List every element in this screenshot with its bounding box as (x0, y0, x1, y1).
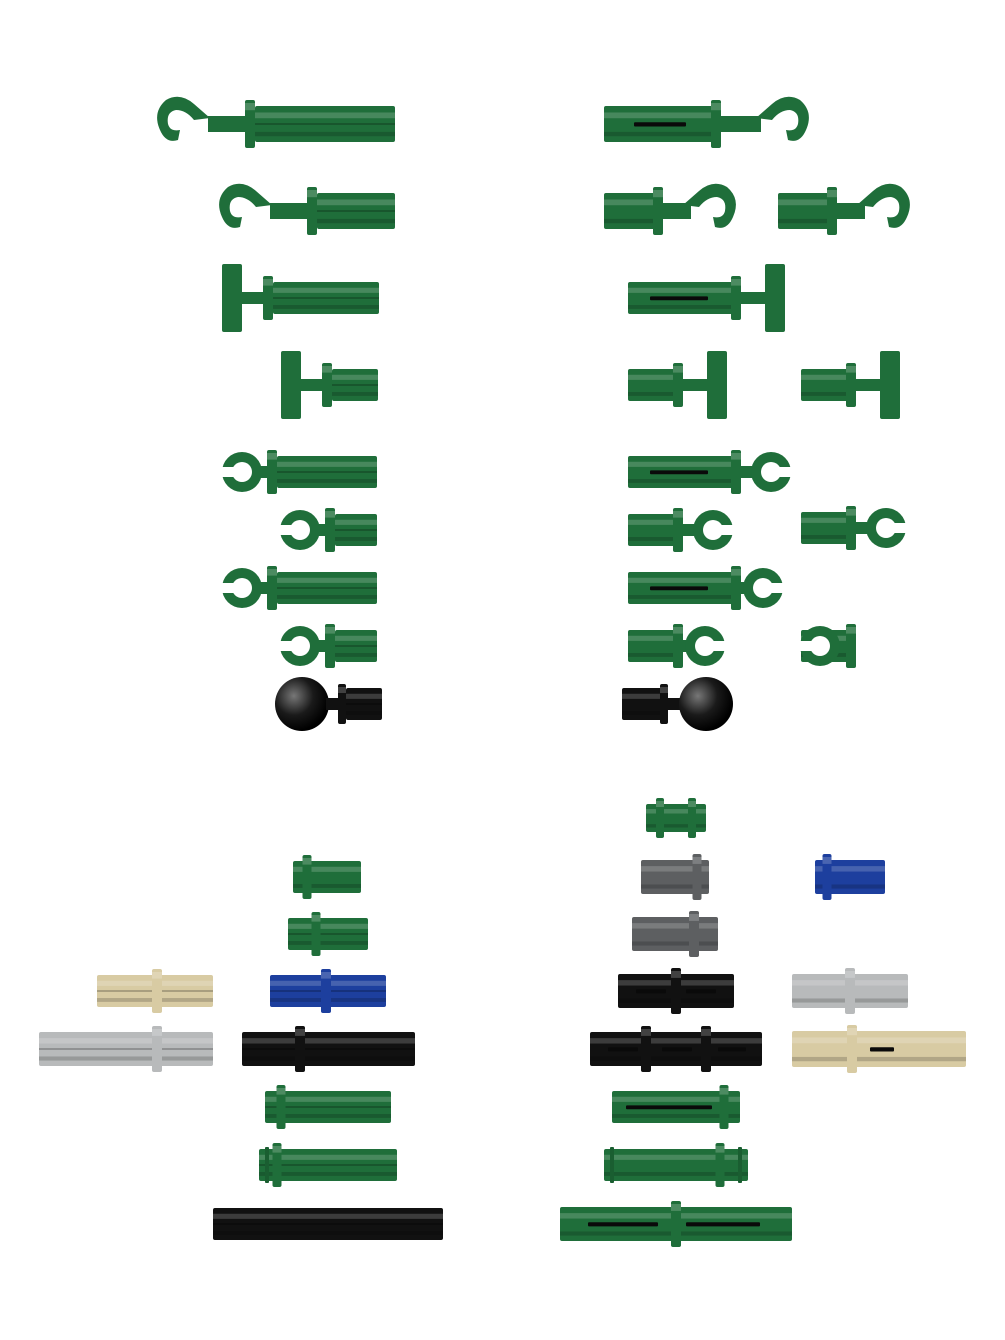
ball-axle-left (275, 677, 382, 731)
pin-half-blue (815, 854, 885, 900)
pin-half-green (293, 855, 361, 899)
bar-axle-short-left (281, 351, 378, 419)
clip-pin-long-right (628, 450, 793, 494)
hook-pin-short-right (604, 183, 736, 235)
clip-pin-long-right-b (628, 566, 785, 610)
clip-axle-long-left-b (220, 566, 377, 610)
pin-gray-dark (632, 911, 718, 957)
hook-pin-long-right (604, 96, 809, 148)
pin-green-3 (604, 1143, 748, 1187)
axle-pin-blue (270, 969, 386, 1013)
axle-pin-gray-light (39, 1026, 213, 1072)
bar-pin-short-right-2 (801, 351, 900, 419)
axle-pin-tan (97, 969, 213, 1013)
clip-axle-long-left (220, 450, 377, 494)
double-pin-small (646, 798, 706, 838)
clip-pin-short-right (628, 508, 735, 552)
clip-pin-short-right-b2 (798, 624, 856, 668)
axle-black-long (213, 1208, 443, 1240)
axle-pin-green (288, 912, 368, 956)
hook-pin-short-right-2 (778, 183, 910, 235)
pin-half-gray-dark (641, 854, 709, 900)
pin-green-4l (560, 1201, 792, 1247)
ball-pin-right (622, 677, 733, 731)
bar-pin-short-right (628, 351, 727, 419)
bar-axle-long-left (222, 264, 379, 332)
hook-axle-short-left (219, 183, 395, 235)
axle-pin-green-2 (265, 1085, 391, 1129)
clip-axle-short-left-b (278, 624, 377, 668)
pin-3l-tan (792, 1025, 966, 1073)
clip-axle-short-left (278, 508, 377, 552)
pin-long-black (618, 968, 734, 1014)
bar-pin-long-right (628, 264, 785, 332)
axle-pin-green-3 (259, 1143, 397, 1187)
pin-long-gray-light (792, 968, 908, 1014)
clip-pin-short-right-2 (801, 506, 908, 550)
hook-axle-long-left (157, 96, 395, 148)
clip-pin-short-right-b (628, 624, 727, 668)
pin-green-2 (612, 1085, 740, 1129)
pin-3l-black (590, 1026, 762, 1072)
axle-pin-black-long (242, 1026, 415, 1072)
